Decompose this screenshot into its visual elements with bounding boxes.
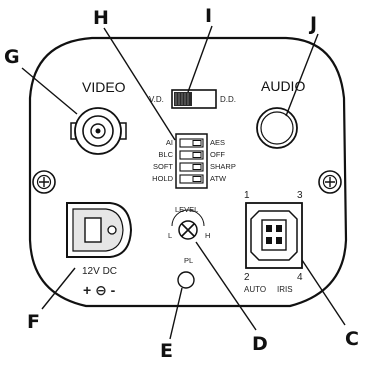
pl-label: PL [184,256,193,265]
video-label: VIDEO [82,79,126,95]
vd-label: V.D. [149,95,164,104]
dip-right-label-1: AES [210,138,225,147]
power-label: 12V DC [82,266,117,277]
polarity-symbol: + ⊖ - [83,282,116,298]
right-screw-icon [318,170,342,194]
video-bnc-connector-icon [70,107,127,155]
iris-iris-label: IRIS [277,285,293,294]
level-high-label: H [205,231,210,240]
dip-right-label-4: ATW [210,174,227,183]
dip-switch-knob [192,164,202,170]
callout-c: C [345,328,359,350]
iris-pin-2: 2 [244,272,250,283]
power-terminal-icon [66,202,133,258]
audio-jack-icon [256,107,298,149]
dip-switch-slot [179,162,204,172]
vd-dd-slide-switch [171,89,217,109]
level-label: LEVEL [175,205,198,214]
auto-iris-connector-icon [245,202,303,269]
dip-switch-block [175,133,208,189]
level-knob-icon [171,209,205,240]
level-low-label: L [168,231,172,240]
dip-switch-slot [179,150,204,160]
dip-left-label-4: HOLD [152,174,173,183]
dip-right-label-2: OFF [210,150,225,159]
callout-e: E [160,340,173,362]
dip-right-label-3: SHARP [210,162,236,171]
dip-switch-slot [179,138,204,148]
dip-switch-knob [192,152,202,158]
dip-switch-knob [192,140,202,146]
iris-auto-label: AUTO [244,285,266,294]
dd-label: D.D. [220,95,236,104]
iris-pin-3: 3 [297,190,303,201]
dip-left-label-1: AI [166,138,173,147]
dip-left-label-2: BLC [158,150,173,159]
iris-pin-4: 4 [297,272,303,283]
audio-label: AUDIO [261,78,305,94]
callout-h: H [93,7,109,29]
pl-indicator-icon [177,271,195,289]
callout-j: J [308,13,317,35]
callout-d: D [252,333,268,355]
dip-switch-knob [192,176,202,182]
callout-i: I [205,5,212,27]
left-screw-icon [32,170,56,194]
dip-left-label-3: SOFT [153,162,173,171]
dip-switch-slot [179,174,204,184]
callout-leader-lines [21,25,346,340]
callout-g: G [4,46,20,68]
iris-pin-1: 1 [244,190,250,201]
callout-f: F [27,311,40,333]
